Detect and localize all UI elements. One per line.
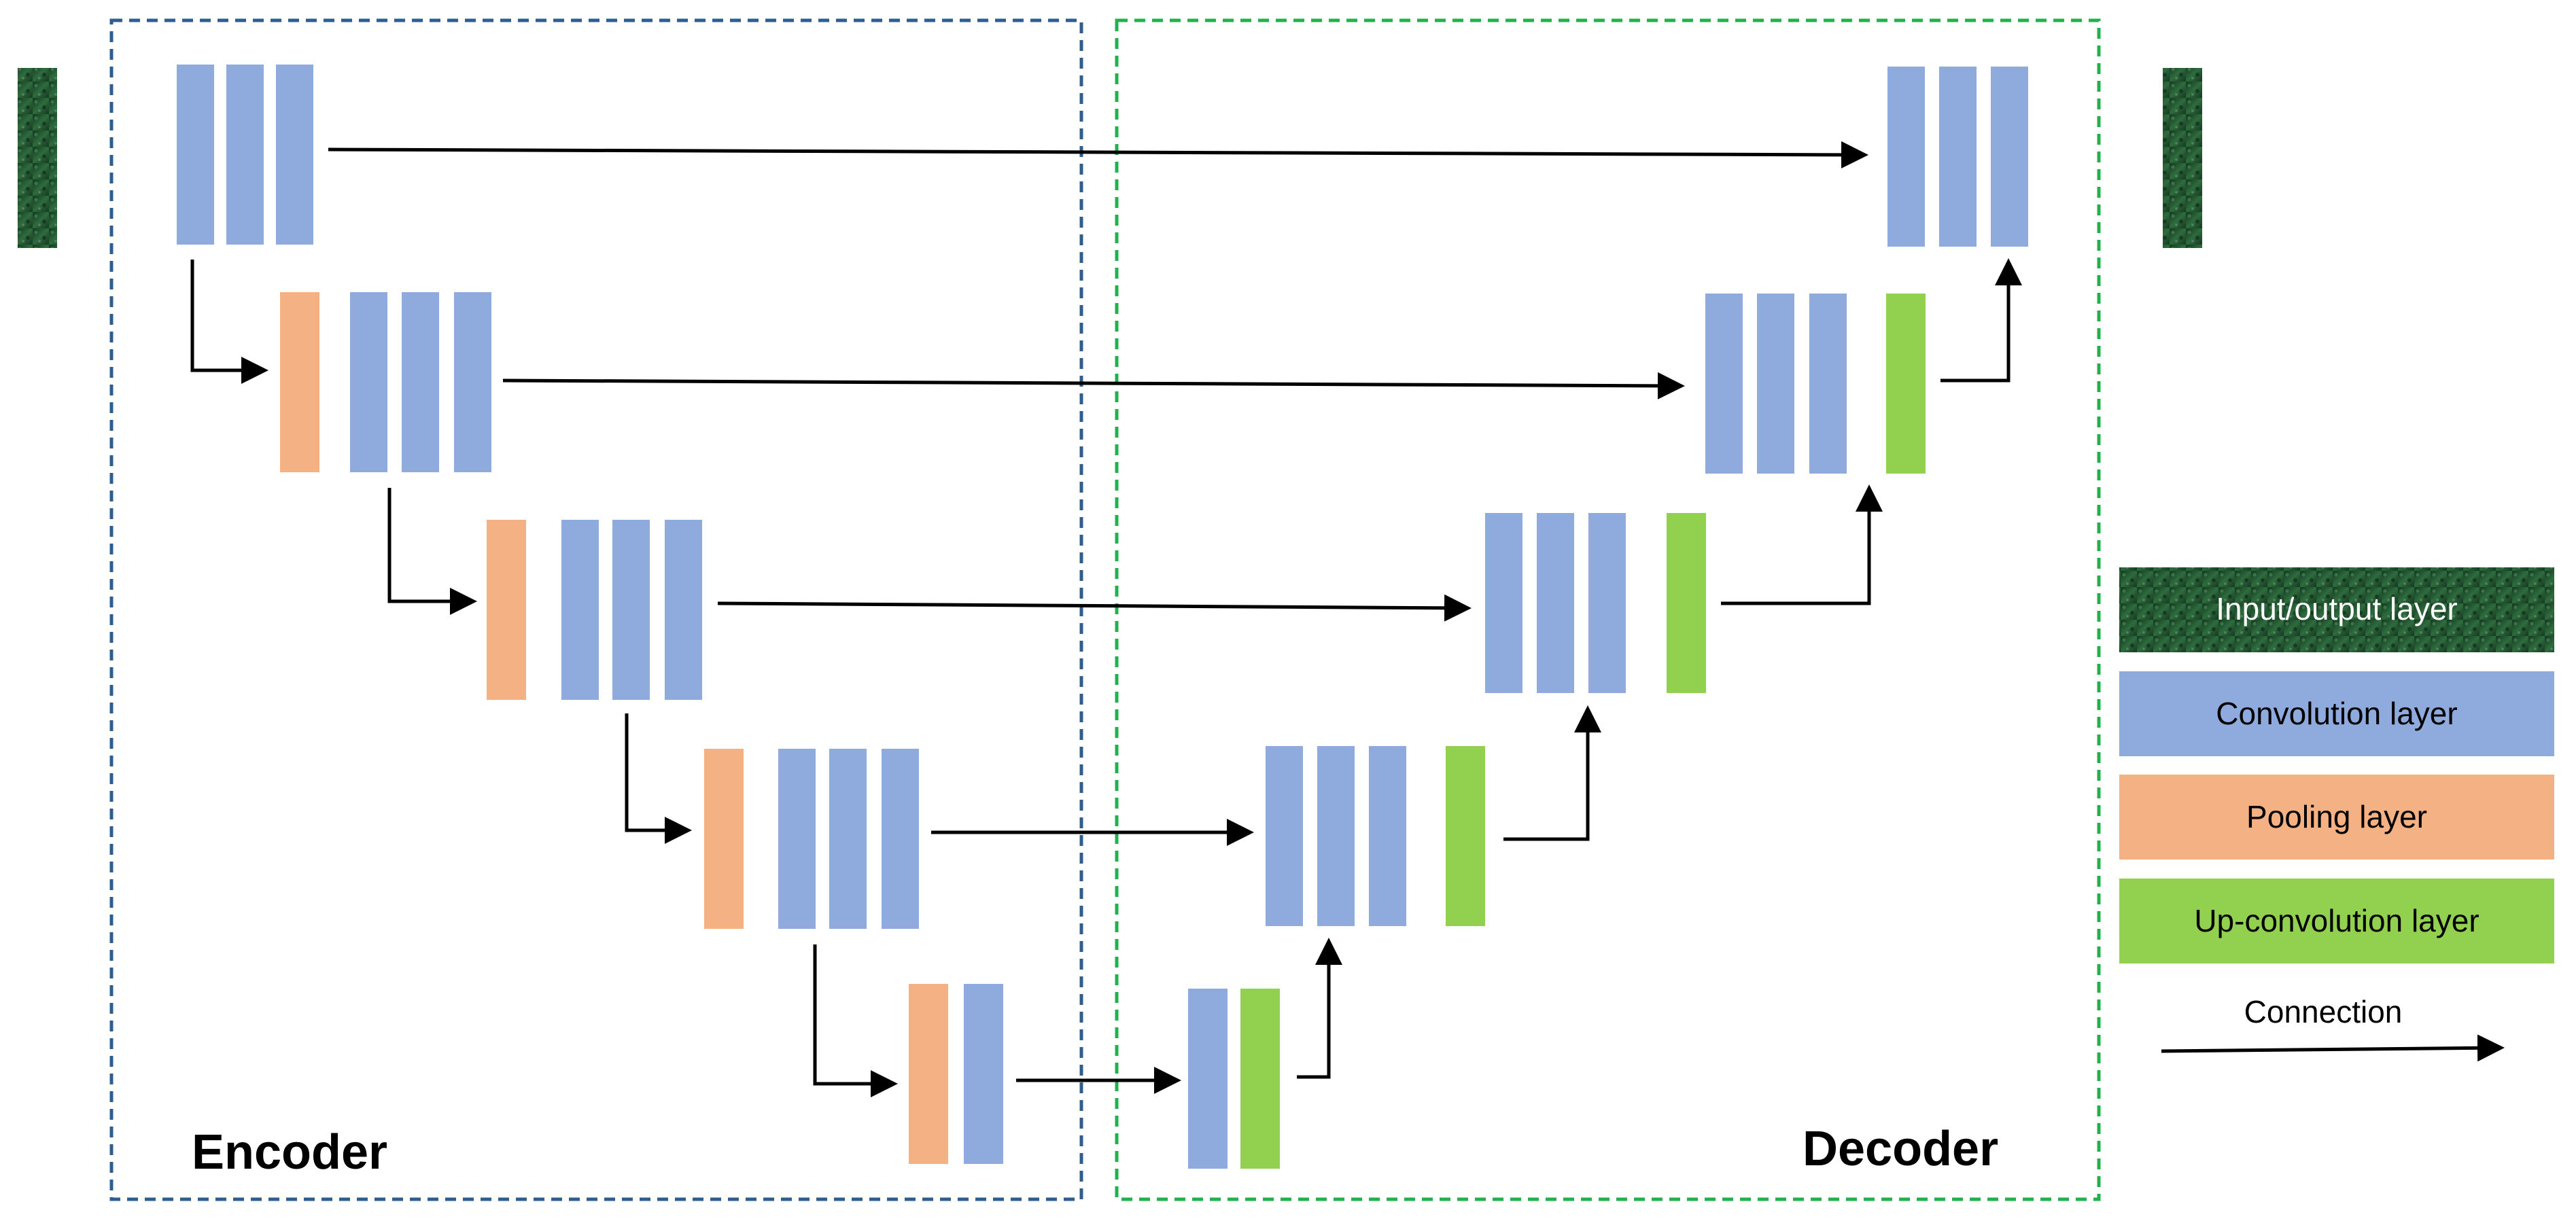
convolution-block	[402, 292, 439, 472]
decoder-up-paths	[1297, 258, 2022, 1079]
convolution-block	[177, 65, 214, 245]
legend-swatch-pooling	[2119, 775, 2554, 860]
convolution-block	[1485, 513, 1522, 693]
encoder-level-5	[909, 984, 1003, 1164]
convolution-block	[1266, 746, 1303, 926]
convolution-block	[1317, 746, 1355, 926]
encoder-level-4	[704, 749, 919, 929]
legend-label-input-output: Input/output layer	[2216, 591, 2457, 626]
convolution-block	[1757, 294, 1794, 474]
connection-arrow	[1297, 938, 1342, 1079]
convolution-block	[612, 520, 650, 700]
connection-arrow	[717, 594, 1472, 622]
pooling-block	[487, 520, 526, 700]
connection-arrow	[1721, 484, 1883, 605]
decoder-level-3	[1485, 513, 1706, 693]
legend: Input/output layer Convolution layer Poo…	[2119, 567, 2554, 1062]
decoder-label: Decoder	[1803, 1122, 1998, 1176]
connection-arrow	[1503, 705, 1601, 841]
decoder-level-5	[1188, 989, 1280, 1169]
legend-swatch-up-convolution	[2119, 879, 2554, 963]
convolution-block	[276, 65, 313, 245]
connection-arrow	[625, 713, 692, 844]
decoder-level-4	[1266, 746, 1485, 926]
legend-label-connection: Connection	[2244, 994, 2403, 1029]
convolution-block	[1188, 989, 1228, 1169]
encoder-down-paths	[190, 260, 898, 1097]
output-image	[2163, 68, 2202, 248]
up-convolution-block	[1886, 294, 1926, 474]
legend-label-up-convolution: Up-convolution layer	[2194, 903, 2479, 938]
legend-connection-arrow	[2161, 1034, 2505, 1062]
convolution-block	[1369, 746, 1406, 926]
convolution-block	[454, 292, 491, 472]
convolution-block	[1939, 67, 1977, 247]
encoder-level-2	[280, 292, 491, 472]
decoder-section-box	[1115, 18, 2101, 1201]
up-convolution-block	[1240, 989, 1280, 1169]
pooling-block	[909, 984, 948, 1164]
pooling-block	[704, 749, 744, 929]
connection-arrow	[502, 372, 1685, 400]
connection-arrow	[328, 141, 1868, 169]
encoder-level-3	[487, 520, 702, 700]
up-convolution-block	[1667, 513, 1706, 693]
convolution-block	[1887, 67, 1925, 247]
legend-label-pooling: Pooling layer	[2246, 799, 2427, 834]
skip-connections	[328, 141, 1868, 1094]
convolution-block	[1991, 67, 2028, 247]
convolution-block	[350, 292, 387, 472]
convolution-block	[882, 749, 919, 929]
convolution-block	[778, 749, 816, 929]
convolution-block	[561, 520, 599, 700]
convolution-block	[1588, 513, 1626, 693]
connection-arrow	[190, 260, 268, 384]
encoder-section-box	[109, 18, 1083, 1201]
convolution-block	[665, 520, 702, 700]
convolution-block	[1705, 294, 1743, 474]
convolution-block	[1537, 513, 1574, 693]
legend-label-convolution: Convolution layer	[2216, 696, 2457, 731]
input-image	[18, 68, 57, 248]
convolution-block	[964, 984, 1003, 1164]
decoder-level-2	[1705, 294, 1926, 474]
convolution-block	[829, 749, 867, 929]
convolution-block	[1809, 294, 1847, 474]
legend-swatch-convolution	[2119, 671, 2554, 756]
connection-arrow	[1940, 258, 2022, 383]
decoder-level-1	[1887, 67, 2028, 247]
legend-swatch-input-output	[2119, 567, 2554, 652]
up-convolution-block	[1446, 746, 1485, 926]
pooling-block	[280, 292, 319, 472]
encoder-level-1	[177, 65, 313, 245]
connection-arrow	[813, 944, 898, 1097]
connection-arrow	[387, 488, 477, 615]
encoder-label: Encoder	[192, 1125, 387, 1180]
convolution-block	[226, 65, 264, 245]
